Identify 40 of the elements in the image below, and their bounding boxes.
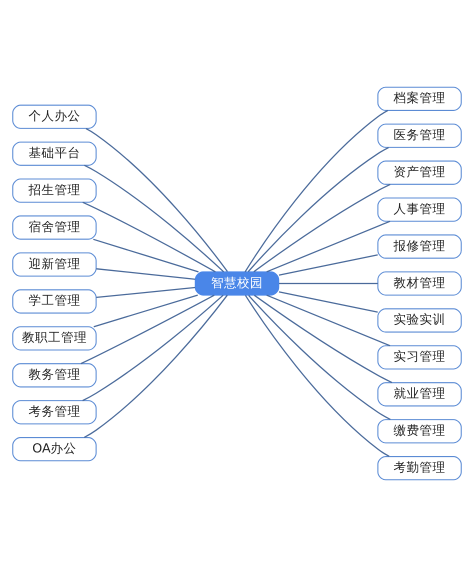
node-box: 医务管理 [377, 124, 462, 148]
connector [84, 294, 228, 438]
node-box: 教务管理 [12, 363, 97, 388]
node-box: 迎新管理 [12, 252, 97, 277]
connector [82, 294, 224, 402]
node-box: 宿舍管理 [12, 215, 97, 240]
connector [244, 110, 388, 272]
node-box: OA办公 [12, 437, 97, 462]
node-box: 学工管理 [12, 289, 97, 314]
node-box: 实验实训 [377, 308, 462, 333]
connector [96, 268, 196, 280]
node-box: 缴费管理 [377, 419, 462, 444]
connector [244, 295, 390, 457]
connector [94, 294, 198, 328]
connector [253, 184, 390, 272]
node-box: 报修管理 [377, 234, 462, 259]
connector [278, 291, 378, 313]
node-box: 资产管理 [377, 160, 462, 185]
node-box: 教材管理 [377, 271, 462, 296]
connector [279, 282, 378, 284]
connector [96, 286, 196, 298]
node-box: 招生管理 [12, 178, 97, 203]
node-box: 人事管理 [377, 198, 462, 222]
connector [93, 238, 199, 272]
connector [248, 295, 391, 420]
connector [266, 294, 390, 346]
node-box: 考勤管理 [377, 456, 462, 480]
node-box: 就业管理 [377, 382, 462, 406]
node-box: 实习管理 [377, 345, 462, 370]
node-box: 个人办公 [12, 104, 97, 129]
connector [84, 164, 224, 272]
node-box: 基础平台 [12, 142, 97, 166]
connector [248, 147, 389, 272]
node-box: 档案管理 [377, 86, 462, 111]
connector [86, 128, 228, 272]
connector [266, 220, 390, 272]
node-box: 考务管理 [12, 400, 97, 424]
node-box: 智慧校园 [194, 271, 280, 296]
connector [278, 254, 378, 276]
node-box: 教职工管理 [12, 326, 97, 350]
